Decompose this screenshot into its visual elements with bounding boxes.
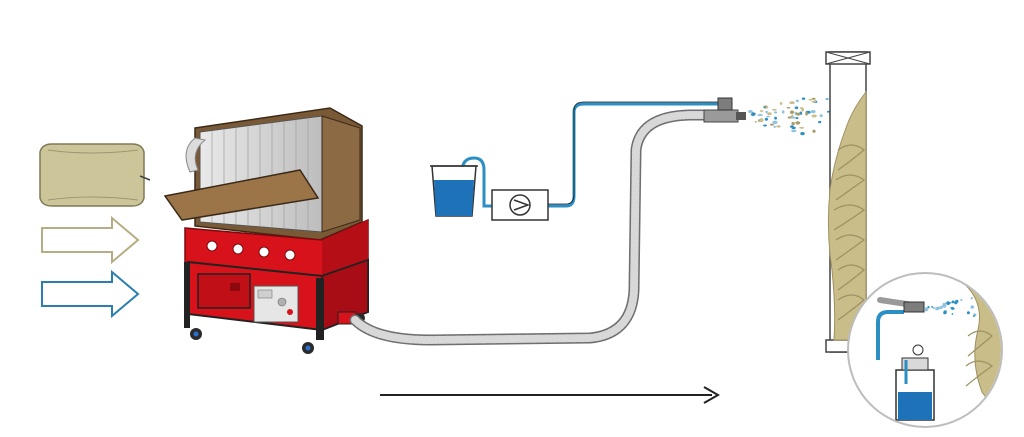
spray-particle	[748, 110, 753, 113]
spray-particle	[795, 112, 801, 116]
spray-particle	[951, 300, 955, 304]
spray-particle	[819, 114, 823, 118]
spray-particle	[812, 129, 816, 133]
spray-particle	[791, 116, 797, 119]
spray-particle	[789, 110, 795, 114]
spray-particle	[754, 121, 757, 123]
spray-particle	[764, 117, 769, 121]
spray-particle	[970, 305, 974, 309]
spray-particle	[787, 116, 793, 119]
spray-particle	[825, 98, 829, 100]
pump-icon	[491, 189, 549, 221]
spray-particle	[781, 110, 785, 114]
spray-particle	[772, 108, 777, 111]
spray-particle	[950, 306, 954, 310]
spray-particle	[789, 101, 795, 105]
spray-particle	[795, 121, 801, 125]
spray-particle	[794, 106, 799, 109]
spray-particle	[943, 310, 947, 315]
spray-particle	[757, 114, 763, 116]
spray-particle	[799, 107, 804, 110]
water-tank-icon	[430, 165, 478, 217]
spray-particle	[766, 115, 770, 118]
spray-particle	[800, 132, 805, 136]
spray-particle	[786, 106, 791, 109]
spray-particle	[811, 100, 817, 103]
magnified-detail-icon	[847, 272, 1003, 428]
flow-direction-arrow-icon	[380, 386, 721, 404]
wall-cavity-icon	[825, 51, 871, 353]
spray-particle	[779, 102, 783, 105]
spray-particle	[944, 302, 947, 305]
spray-particle	[949, 302, 952, 304]
spray-particle	[811, 97, 816, 100]
spray-particle	[765, 110, 768, 114]
spray-particle	[827, 110, 830, 113]
insulation-bale-icon	[39, 143, 151, 207]
spray-particle	[759, 118, 764, 122]
spray-particle	[924, 307, 929, 312]
spray-particle	[951, 313, 954, 315]
spray-particle	[949, 306, 952, 309]
spray-particle	[767, 112, 772, 116]
spray-particle	[801, 108, 805, 112]
spray-particle	[970, 297, 973, 300]
spray-particle	[966, 311, 970, 315]
spray-particle	[763, 106, 767, 108]
spray-particle	[818, 120, 822, 124]
water-arrow-icon	[41, 269, 140, 319]
spray-particle	[805, 112, 808, 116]
spray-particles	[748, 97, 846, 141]
spray-particle	[791, 129, 797, 133]
spray-particle	[801, 97, 806, 100]
spray-particle	[773, 111, 778, 114]
spray-particle	[791, 126, 796, 130]
spray-particle	[937, 306, 941, 310]
spray-particle	[791, 121, 795, 126]
spray-particle	[773, 125, 776, 128]
spray-particle	[776, 125, 781, 128]
spray-particle	[769, 123, 774, 126]
spray-particle	[810, 110, 816, 114]
hose-icon	[349, 109, 714, 346]
spray-particle	[759, 110, 764, 112]
spray-particle	[774, 116, 777, 120]
spray-particle	[973, 315, 975, 317]
spray-particle	[799, 126, 805, 129]
spray-particle	[811, 114, 817, 118]
spray-particle	[931, 306, 933, 308]
spray-particle	[946, 301, 950, 305]
spray-particle	[939, 305, 943, 309]
spray-particle	[932, 306, 935, 310]
material-arrow-icon	[41, 215, 140, 265]
spray-particle	[751, 112, 756, 116]
spray-particle	[954, 301, 958, 305]
spray-particle	[772, 120, 778, 125]
spray-particle	[927, 306, 930, 309]
spray-particle	[942, 304, 947, 308]
spray-particle	[942, 302, 945, 305]
spray-particle	[808, 98, 813, 101]
spray-particle	[795, 117, 799, 119]
spray-particle	[960, 298, 963, 301]
blowing-machine-icon	[163, 107, 369, 354]
spray-particle	[795, 99, 800, 103]
spray-particle	[763, 124, 767, 127]
spray-nozzle-icon	[703, 97, 746, 123]
water-line	[460, 101, 722, 208]
